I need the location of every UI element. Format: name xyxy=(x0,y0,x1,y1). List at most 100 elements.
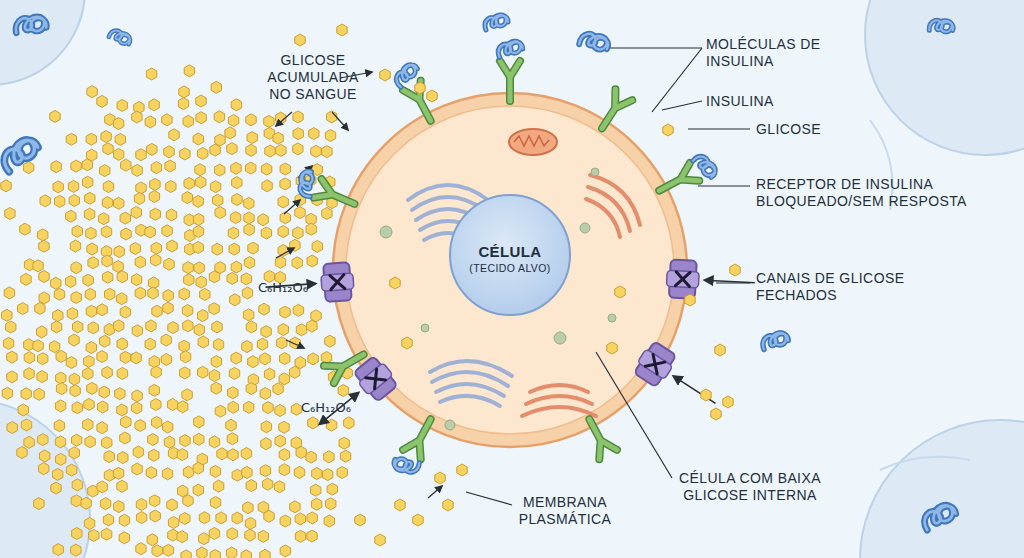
vesicle xyxy=(421,324,429,332)
glucose-hexagon xyxy=(245,529,255,541)
vesicle xyxy=(445,420,455,430)
glucose-hexagon xyxy=(53,310,63,322)
glucose-hexagon xyxy=(54,288,64,300)
blocked-entry-arrow xyxy=(674,376,716,403)
callout-label: INSULINA xyxy=(706,93,816,110)
glucose-hexagon xyxy=(246,321,256,333)
insulin-molecule xyxy=(295,169,319,197)
glucose-hexagon xyxy=(183,320,193,332)
glucose-hexagon xyxy=(69,334,79,346)
glucose-hexagon xyxy=(215,405,225,417)
glucose-hexagon xyxy=(83,419,93,431)
glucose-hexagon xyxy=(70,385,80,397)
glucose-hexagon xyxy=(295,34,305,46)
glucose-hexagon xyxy=(184,177,194,189)
glucose-hexagon xyxy=(278,226,288,238)
glucose-hexagon xyxy=(72,528,82,540)
glucose-hexagon xyxy=(24,436,34,448)
glucose-hexagon xyxy=(114,246,124,258)
glucose-hexagon xyxy=(146,68,156,80)
callout-label: RECEPTOR DE INSULINA BLOQUEADO/SEM RESPO… xyxy=(756,176,992,210)
glucose-hexagon xyxy=(164,258,174,270)
glucose-hexagon xyxy=(247,132,257,144)
glucose-hexagon xyxy=(296,324,306,336)
glucose-hexagon xyxy=(147,143,157,155)
glucose-hexagon xyxy=(243,309,253,321)
glucose-hexagon xyxy=(167,499,177,511)
glucose-hexagon xyxy=(730,264,740,276)
glucose-hexagon xyxy=(443,499,453,511)
glucose-hexagon xyxy=(260,353,270,365)
glucose-hexagon xyxy=(607,342,617,354)
glucose-hexagon xyxy=(102,367,112,379)
glucose-hexagon xyxy=(230,294,240,306)
glucose-hexagon xyxy=(194,262,204,274)
glucose-hexagon xyxy=(161,334,171,346)
glucose-hexagon xyxy=(84,398,94,410)
glucose-hexagon xyxy=(227,433,237,445)
glucose-hexagon xyxy=(261,438,271,450)
glucose-hexagon xyxy=(101,131,111,143)
callout-label: GLICOSE xyxy=(756,121,866,138)
glucose-hexagon xyxy=(308,353,318,365)
glucose-hexagon xyxy=(164,146,174,158)
glucose-hexagon xyxy=(18,303,28,315)
glucose-hexagon xyxy=(232,512,242,524)
insulin-molecule xyxy=(392,452,421,477)
glucose-field xyxy=(1,65,354,558)
glucose-hexagon xyxy=(196,276,206,288)
glucose-hexagon xyxy=(229,367,239,379)
vesicle xyxy=(554,332,566,344)
glucose-hexagon xyxy=(210,550,220,558)
target-cell xyxy=(333,93,687,447)
glucose-hexagon xyxy=(130,243,140,255)
glucose-hexagon xyxy=(56,453,66,465)
glucose-hexagon xyxy=(56,383,66,395)
insulin-molecule xyxy=(15,13,48,37)
glucose-hexagon xyxy=(390,277,400,289)
glucose-hexagon xyxy=(295,357,305,369)
glucose-hexagon xyxy=(457,464,467,476)
glucose-hexagon xyxy=(87,382,97,394)
glucose-hexagon xyxy=(435,472,445,484)
vesicle xyxy=(580,223,590,233)
glucose-hexagon xyxy=(293,143,303,155)
glucose-hexagon xyxy=(177,531,187,543)
glucose-hexagon xyxy=(161,354,171,366)
insulin-molecule xyxy=(928,16,955,38)
glucose-hexagon xyxy=(260,549,270,558)
glucose-hexagon xyxy=(231,261,241,273)
glucose-hexagon xyxy=(293,128,303,140)
glucose-hexagon xyxy=(217,448,227,460)
endoplasmic-reticulum xyxy=(526,396,592,404)
insulin-molecule xyxy=(922,504,957,530)
glucose-hexagon xyxy=(280,163,290,175)
chemical-formula: C₆H₁₂O₆ xyxy=(301,400,381,416)
insulin-molecule xyxy=(499,41,523,57)
glucose-hexagon xyxy=(380,69,390,81)
mitochondrion xyxy=(509,129,557,155)
glucose-hexagon xyxy=(97,304,107,316)
glucose-hexagon xyxy=(615,286,625,298)
glucose-hexagon xyxy=(209,436,219,448)
glucose-hexagon xyxy=(344,417,354,429)
glucose-hexagon xyxy=(86,305,96,317)
glucose-hexagon xyxy=(146,467,156,479)
insulin-molecule xyxy=(15,13,48,37)
glucose-hexagon xyxy=(149,495,159,507)
glucose-hexagon xyxy=(311,484,321,496)
glucose-hexagon xyxy=(296,446,306,458)
endoplasmic-reticulum xyxy=(522,407,596,416)
mitochondrion xyxy=(509,129,557,155)
diffusion-arrow xyxy=(428,486,442,498)
glucose-hexagon xyxy=(280,178,290,190)
glucose-hexagon xyxy=(261,421,271,433)
glucose-hexagon xyxy=(259,303,269,315)
glucose-hexagon xyxy=(261,227,271,239)
glucose-hexagon xyxy=(87,243,97,255)
glucose-hexagon xyxy=(3,337,13,349)
background-cells xyxy=(880,457,970,470)
glucose-hexagon xyxy=(117,367,127,379)
glucose-hexagon xyxy=(115,133,125,145)
